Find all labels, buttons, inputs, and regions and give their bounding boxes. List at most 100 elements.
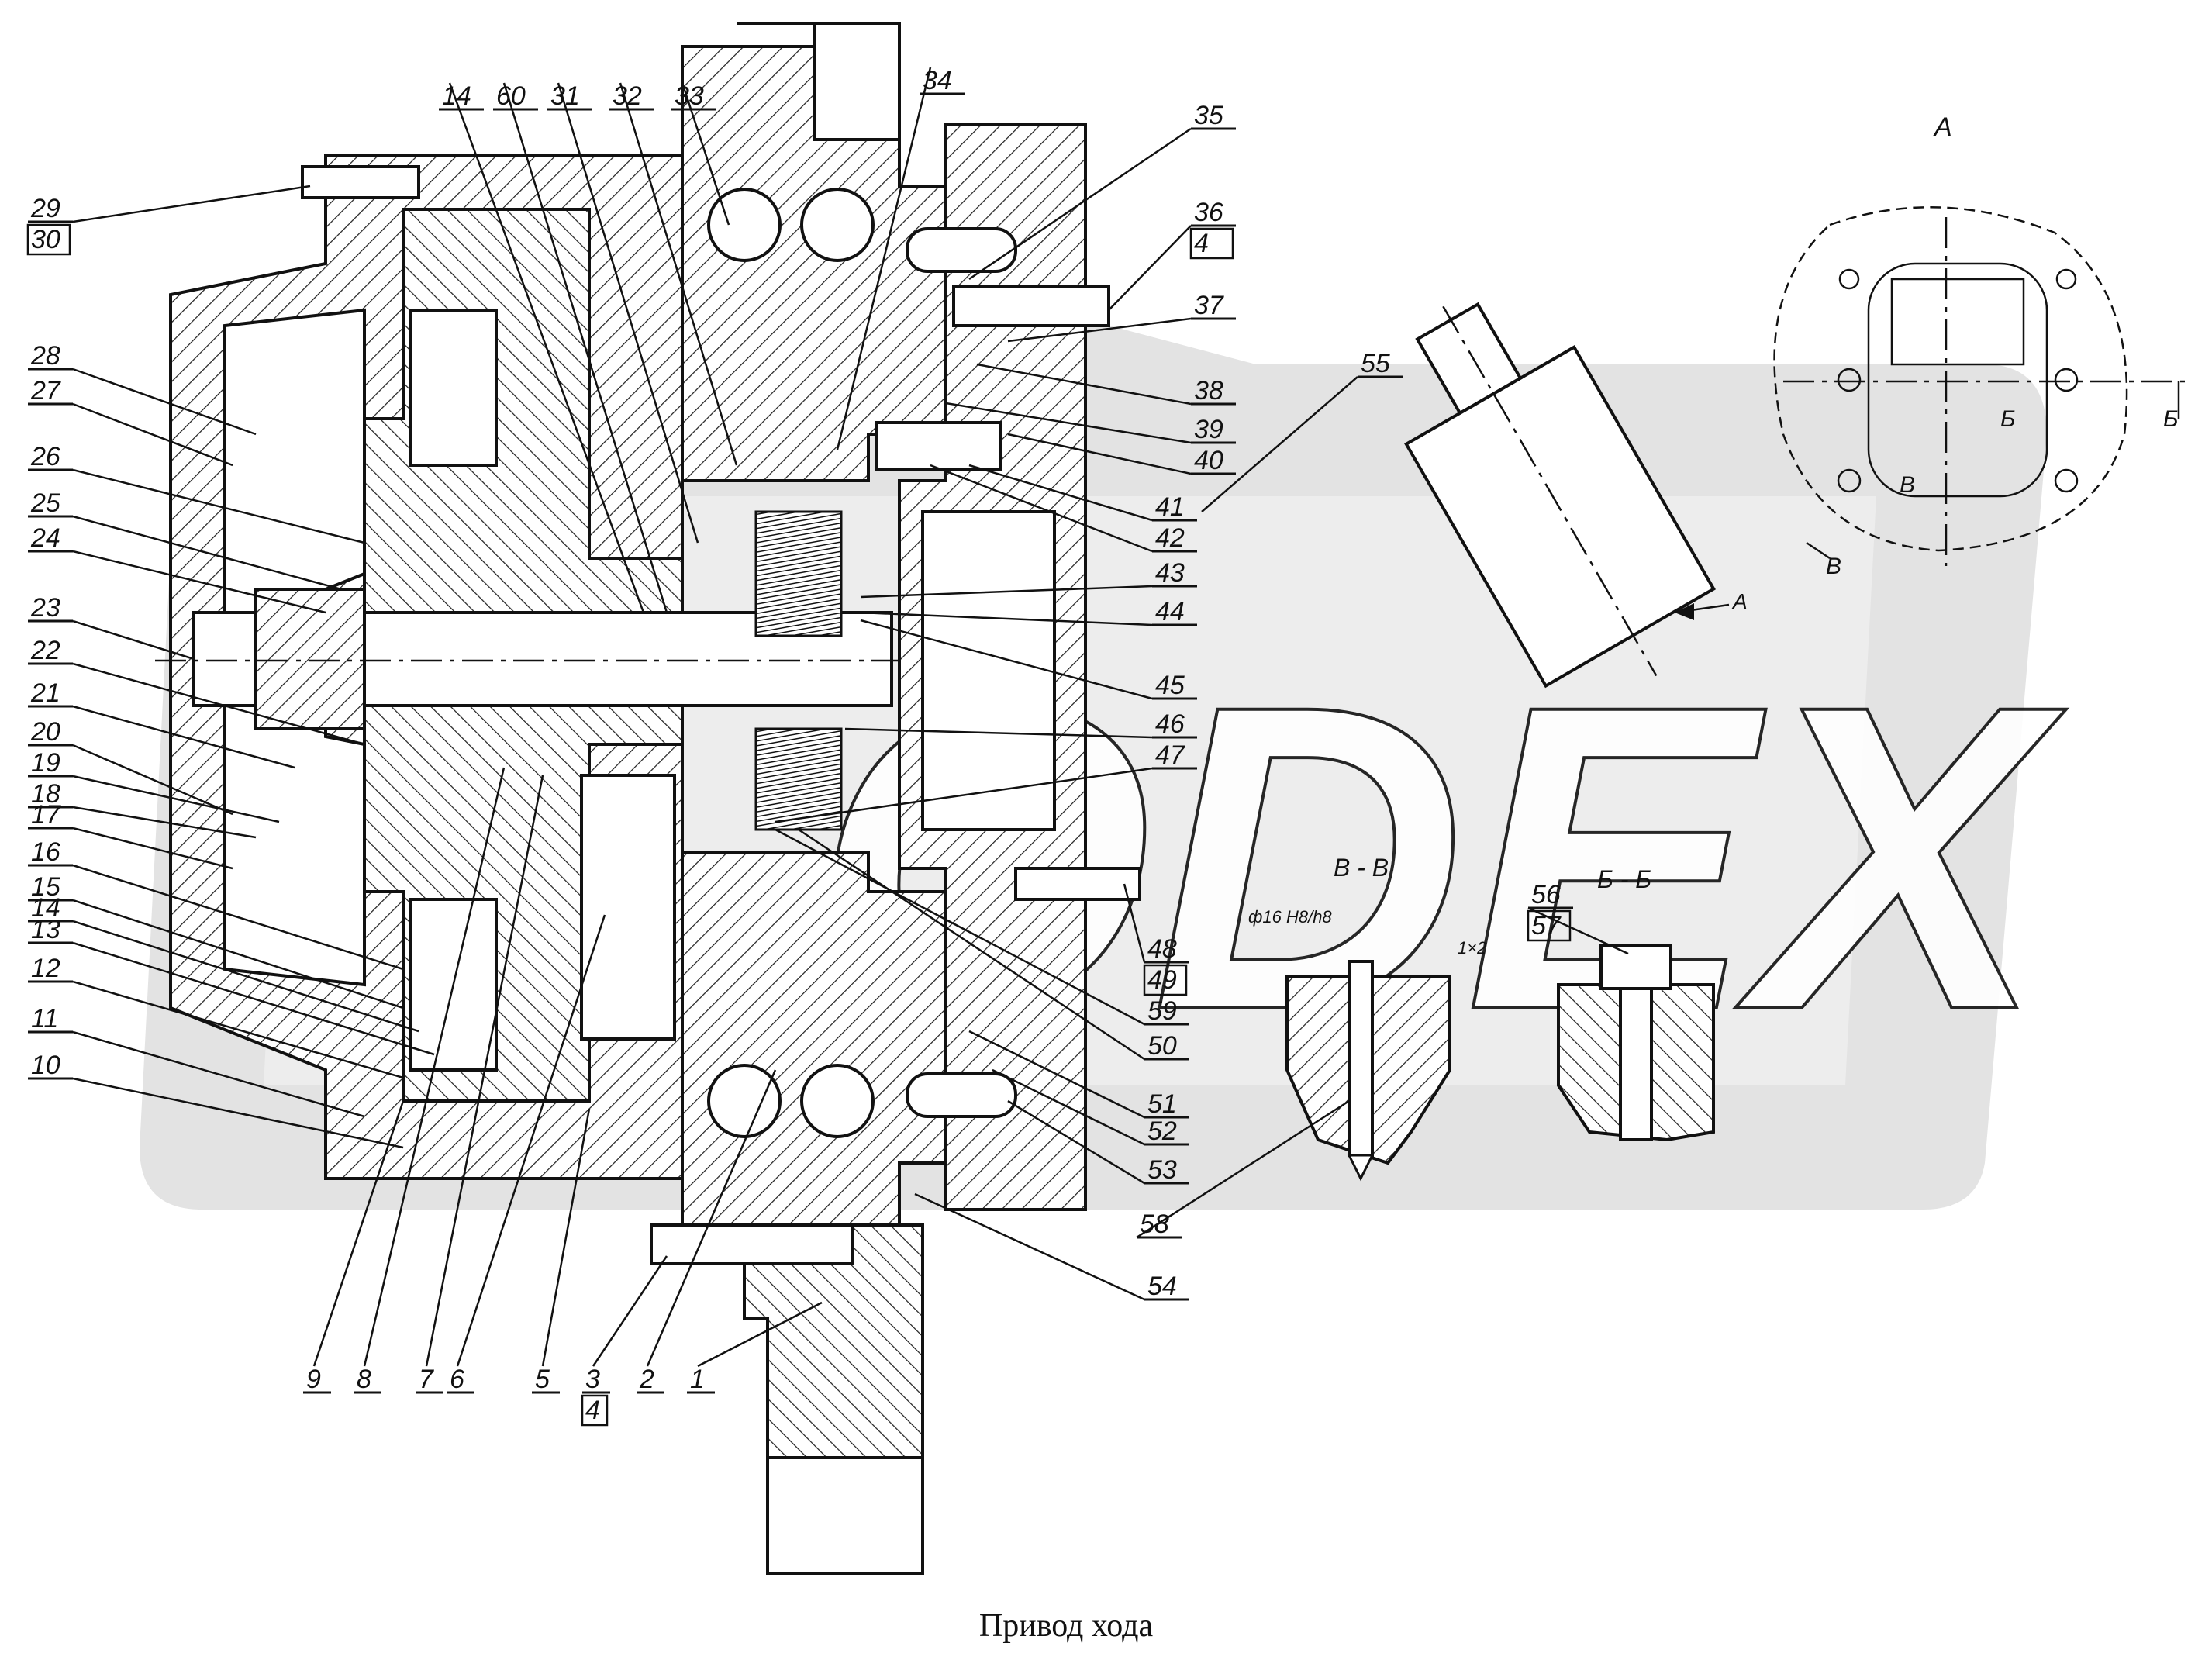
section-bb-title: Б - Б — [1597, 865, 1651, 893]
bolt-right-lower — [1014, 867, 1141, 901]
callout-50: 50 — [798, 828, 1189, 1061]
callout-leader — [945, 402, 1192, 444]
callout-number: 8 — [357, 1365, 371, 1394]
callout-leader — [72, 980, 404, 1079]
callout-leader — [619, 82, 738, 466]
view-a-outline — [1773, 206, 2128, 552]
callout-leader — [72, 185, 311, 223]
callout-leader — [697, 1301, 823, 1368]
callout-leader — [72, 744, 233, 816]
view-a-hole-4 — [2054, 468, 2079, 493]
callout-leader — [646, 1069, 777, 1367]
callout-leader — [914, 1192, 1145, 1301]
ball-bearing-bottom-1 — [707, 1064, 782, 1138]
callout-leader — [72, 468, 365, 544]
callout-7: 7 — [416, 775, 544, 1394]
callout-11: 11 — [28, 1004, 365, 1118]
callout-number: 58 — [1140, 1210, 1169, 1239]
callout-number: 17 — [31, 800, 61, 830]
callout-35: 35 — [968, 101, 1236, 281]
callout-45: 45 — [860, 619, 1197, 700]
callout-number: 27 — [30, 376, 61, 406]
callout-2: 2 — [637, 1069, 777, 1394]
callout-9: 9 — [303, 1100, 405, 1394]
callout-leader — [72, 806, 257, 839]
section-vv-title: В - В — [1334, 854, 1389, 882]
callout-leader — [775, 828, 1145, 1026]
callout-number: 55 — [1361, 349, 1390, 378]
callout-number: 5 — [535, 1365, 550, 1394]
callout-leader — [448, 82, 645, 613]
callout-number: 7 — [419, 1365, 434, 1394]
callout-number: 46 — [1155, 709, 1185, 739]
callout-13: 13 — [28, 915, 435, 1056]
callout-24: 24 — [28, 523, 326, 614]
callout-number: 38 — [1194, 376, 1223, 406]
view-a-title: А — [1933, 112, 1952, 142]
callout-leader — [72, 864, 404, 971]
callout-37: 37 — [1007, 291, 1236, 343]
callout-number: 43 — [1155, 558, 1185, 588]
callout-number: 6 — [450, 1365, 464, 1394]
callout-number: 48 — [1147, 934, 1177, 964]
bolt-bottom — [650, 1223, 854, 1265]
callout-32: 32 — [609, 81, 738, 466]
callout-leader — [557, 82, 699, 544]
callout-46: 46 — [844, 709, 1197, 739]
callout-number: 20 — [30, 717, 60, 747]
callout-60: 60 — [493, 81, 668, 613]
bolt-top-left — [301, 165, 420, 199]
callout-41: 41 — [968, 464, 1197, 522]
callout-number: 37 — [1194, 291, 1224, 320]
callout-6: 6 — [447, 914, 606, 1394]
callout-leader — [968, 1030, 1145, 1119]
callout-8: 8 — [354, 767, 506, 1394]
callout-leader — [992, 1068, 1145, 1146]
callout-number: 45 — [1155, 671, 1185, 700]
callout-leader — [844, 727, 1153, 739]
callout-number: 56 — [1531, 880, 1561, 909]
spring-upper — [875, 421, 1002, 471]
callout-leader — [1007, 1099, 1145, 1185]
view-a-v-mark-1: В — [1900, 472, 1915, 498]
sun-gear — [254, 588, 366, 730]
callout-leader — [1007, 433, 1192, 475]
callout-number: 14 — [31, 893, 60, 923]
brake-disc-pack-lower — [754, 727, 843, 831]
callout-number: 44 — [1155, 597, 1185, 626]
section-vv-fit: ф16 Н8/h8 — [1248, 907, 1332, 927]
view-a-v-mark-2: В — [1826, 554, 1841, 579]
callout-leader — [72, 368, 257, 436]
callout-18: 18 — [28, 779, 257, 839]
callout-leader — [860, 585, 1153, 599]
callout-10: 10 — [28, 1051, 404, 1149]
view-a-flange — [1867, 262, 2048, 498]
callout-leader — [456, 914, 606, 1367]
callout-leader — [72, 920, 419, 1033]
callout-leader — [976, 363, 1192, 406]
callout-sub-box — [581, 1394, 609, 1427]
callout-leader — [1201, 376, 1358, 512]
callout-58: 58 — [1136, 1099, 1350, 1239]
callout-sub-number: 49 — [1147, 965, 1177, 995]
view-a-hole-2 — [2054, 368, 2079, 392]
view-a-hole-3 — [1837, 468, 1862, 493]
planet-gear-mid — [580, 774, 676, 1041]
callout-leader — [968, 464, 1153, 522]
section-bb-bolt — [1619, 987, 1653, 1141]
callout-39: 39 — [945, 402, 1236, 444]
callout-leader — [363, 767, 506, 1367]
callout-59: 59 — [775, 828, 1189, 1026]
callout-20: 20 — [28, 717, 233, 816]
callout-leader — [681, 82, 730, 226]
view-a: А Б Б В В — [1773, 112, 2186, 579]
callout-52: 52 — [992, 1068, 1189, 1146]
callout-leader — [72, 1030, 365, 1118]
callout-number: 54 — [1147, 1272, 1177, 1301]
callout-leader — [72, 775, 280, 823]
callout-leader — [1123, 883, 1146, 963]
callout-number: 11 — [31, 1004, 58, 1034]
seal-upper — [906, 227, 1017, 273]
callout-number: 40 — [1194, 446, 1223, 475]
